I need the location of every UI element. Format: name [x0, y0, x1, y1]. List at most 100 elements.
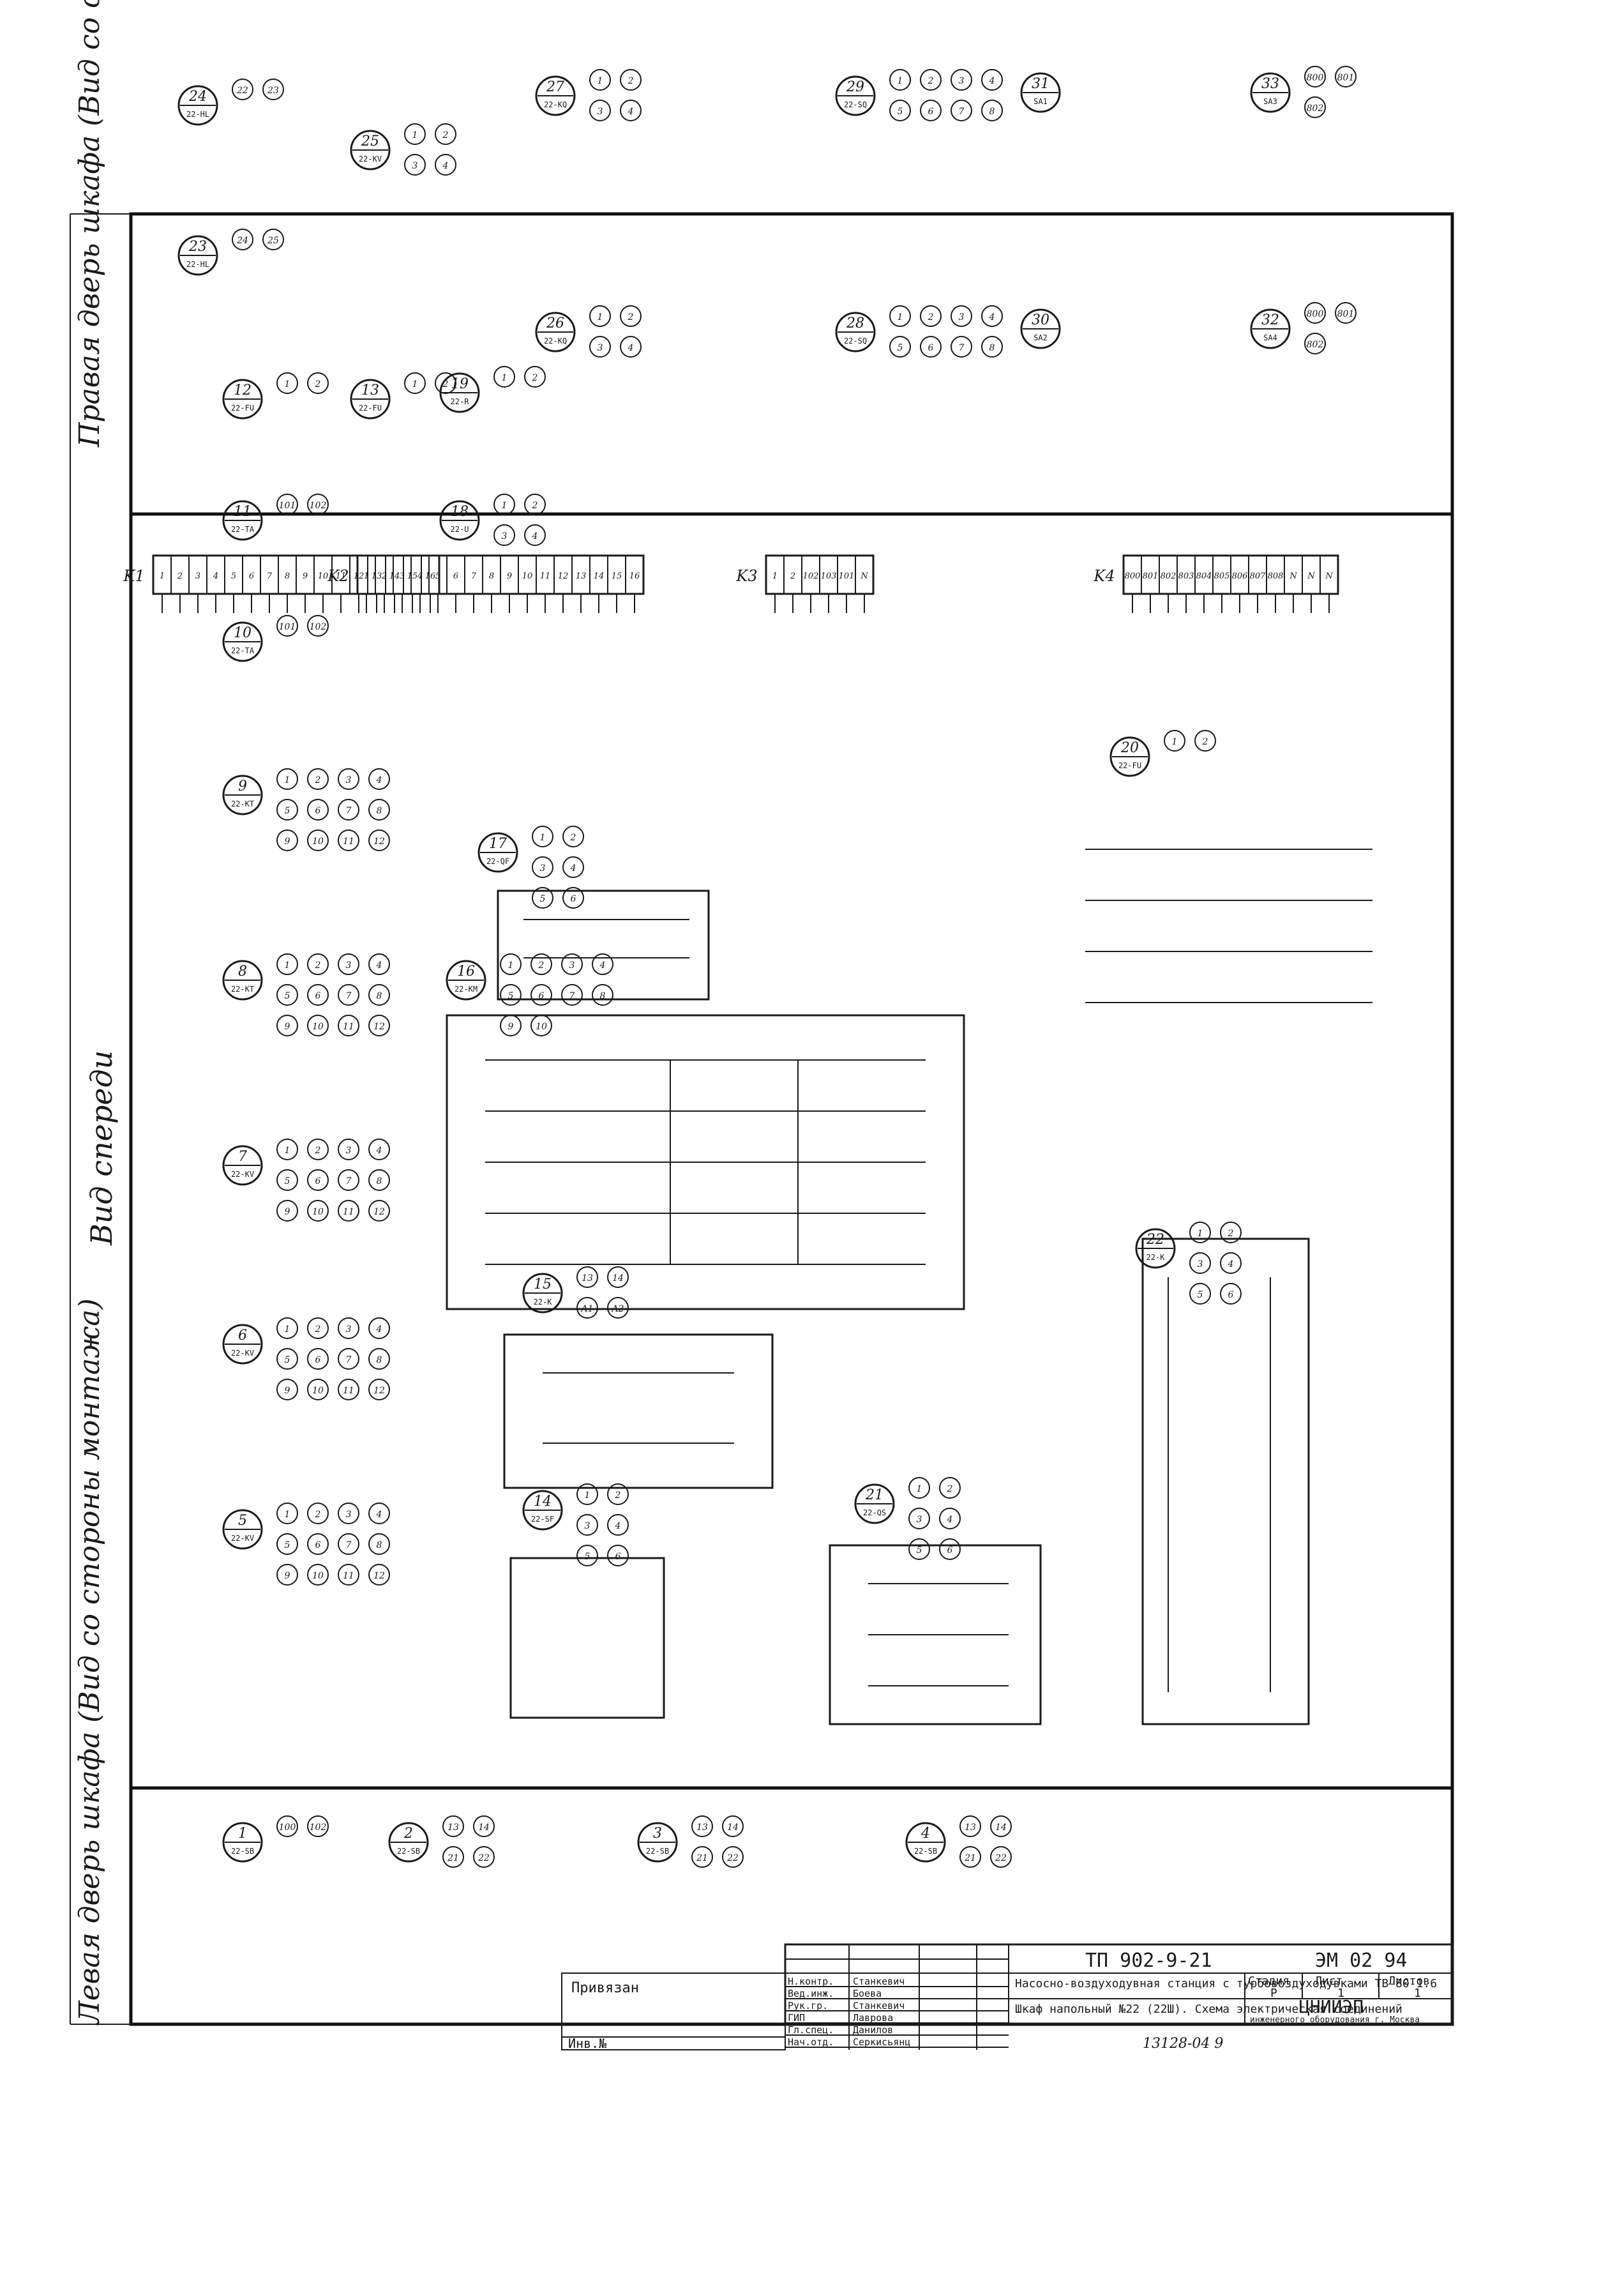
device-pin [307, 1564, 329, 1586]
device-bubble [1250, 72, 1291, 113]
device-bubble [835, 75, 876, 116]
device-pin [307, 799, 329, 821]
device-bubble [350, 379, 391, 420]
device-pin-label: 12 [373, 1022, 385, 1032]
device-pin-label: 21 [696, 1853, 708, 1863]
device-pin [939, 1477, 961, 1499]
device-code: 22-KV [231, 1170, 254, 1179]
device-code: 22-KV [359, 155, 382, 163]
device-pin-label: 3 [346, 1146, 352, 1156]
org-name: ЦНИИЭП [1299, 1996, 1364, 2017]
device-pin-label: 12 [373, 1571, 385, 1581]
doc-code: ТП 902-9-21 [1085, 1950, 1212, 1972]
device-pin [493, 366, 515, 388]
device-pin-label: 13 [965, 1822, 976, 1833]
device-code: 22-K [534, 1298, 553, 1306]
terminal-block-name: K2 [327, 567, 349, 585]
device-number: 6 [238, 1328, 247, 1344]
device-code: 22-KQ [544, 100, 567, 109]
device-code: 22-SF [531, 1515, 554, 1524]
device-pin-label: 1 [502, 501, 508, 511]
terminal-label: 3 [195, 572, 200, 581]
device-number: 25 [361, 133, 379, 149]
terminal-label: 12 [558, 572, 569, 581]
device-pin [524, 366, 546, 388]
device-pin-label: 9 [285, 837, 290, 847]
relay-panel-16-outline [446, 1014, 965, 1310]
device-pin [338, 984, 359, 1006]
device-pin-label: 2 [570, 833, 576, 843]
device-number: 21 [865, 1487, 883, 1503]
terminal-label: 804 [1196, 572, 1212, 581]
device-pin-label: 10 [312, 1022, 324, 1032]
device-bubble [222, 1324, 263, 1365]
device-pin-label: 23 [267, 86, 279, 96]
device-code: 22-QF [486, 857, 509, 866]
device-pin-label: 11 [343, 837, 354, 847]
device-pin-label: 12 [373, 837, 385, 847]
device-pin-label: 1 [598, 76, 603, 86]
terminal-label: 14 [594, 572, 605, 581]
device-pin [589, 305, 611, 327]
device-pin [404, 123, 426, 145]
terminal-label: 807 [1250, 572, 1267, 581]
terminal-label: 805 [1214, 572, 1230, 581]
device-pin [532, 826, 553, 847]
device-pin-label: 3 [585, 1521, 590, 1531]
terminal-block-name: K1 [123, 567, 144, 585]
device-pin-label: 6 [1228, 1290, 1234, 1300]
device-pin-label: 13 [447, 1822, 459, 1833]
device-pin-label: 5 [917, 1545, 922, 1556]
device-pin [1220, 1222, 1242, 1243]
device-pin-label: 4 [442, 161, 449, 171]
device-pin-label: 2 [315, 379, 321, 390]
terminal-label: 15 [612, 572, 622, 581]
device-pin-label: 3 [917, 1515, 922, 1525]
device-pin [500, 953, 522, 975]
device-pin [951, 305, 972, 327]
device-pin [307, 372, 329, 394]
device-pin-label: 2 [928, 312, 934, 322]
device-number: 31 [1032, 76, 1049, 92]
device-pin-label: 5 [898, 343, 903, 353]
device-pin-label: 21 [964, 1853, 976, 1863]
device-pin-label: 6 [928, 107, 934, 117]
header-left-door: Левая дверь шкафа (Вид со стороны монтаж… [73, 1298, 106, 2026]
device-bubble [350, 130, 391, 170]
terminal-block-name: K3 [735, 567, 757, 585]
title-role: ГИП [788, 2012, 805, 2024]
device-pin-label: 5 [285, 1355, 290, 1365]
device-pin-label: 1 [502, 373, 508, 383]
device-bubble [535, 75, 576, 116]
device-bubble [1109, 736, 1150, 777]
device-pin [561, 984, 583, 1006]
device-pin-label: 6 [315, 1355, 321, 1365]
device-pin-label: 1 [285, 379, 290, 390]
title-role: Н.контр. [788, 1976, 834, 1987]
device-pin-label: 102 [310, 622, 327, 632]
device-code: 22-KT [231, 799, 254, 808]
device-pin [368, 1015, 390, 1036]
device-pin-label: 14 [995, 1822, 1007, 1833]
device-pin [276, 829, 298, 851]
device-code: 22-FU [231, 404, 254, 413]
device-pin-label: 3 [346, 1510, 352, 1520]
terminal-label: 103 [821, 572, 837, 581]
device-pin [691, 1846, 713, 1868]
device-pin [368, 829, 390, 851]
device-pin-label: 6 [315, 991, 321, 1001]
device-pin [920, 305, 942, 327]
device-pin [620, 69, 642, 91]
device-pin [307, 1503, 329, 1524]
archive-number: 13128-04 9 [1143, 2036, 1223, 2052]
device-pin [368, 953, 390, 975]
device-pin [307, 1348, 329, 1370]
device-pin [607, 1266, 629, 1288]
terminal-label: 16 [425, 572, 436, 581]
